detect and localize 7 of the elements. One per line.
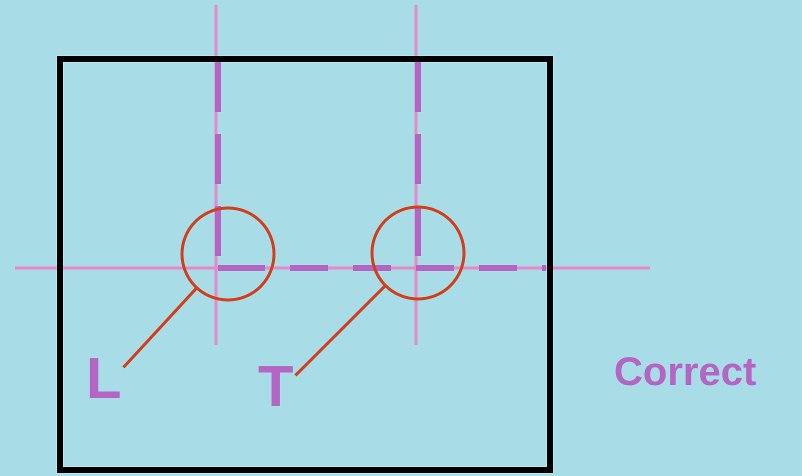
caption-text: Correct: [614, 352, 756, 392]
junction-circle: [180, 206, 276, 302]
junction-letter: T: [258, 358, 294, 416]
junction-letter: L: [86, 350, 122, 408]
leader-line: [122, 286, 198, 368]
leader-line: [294, 284, 387, 376]
junction-circle: [370, 205, 466, 301]
